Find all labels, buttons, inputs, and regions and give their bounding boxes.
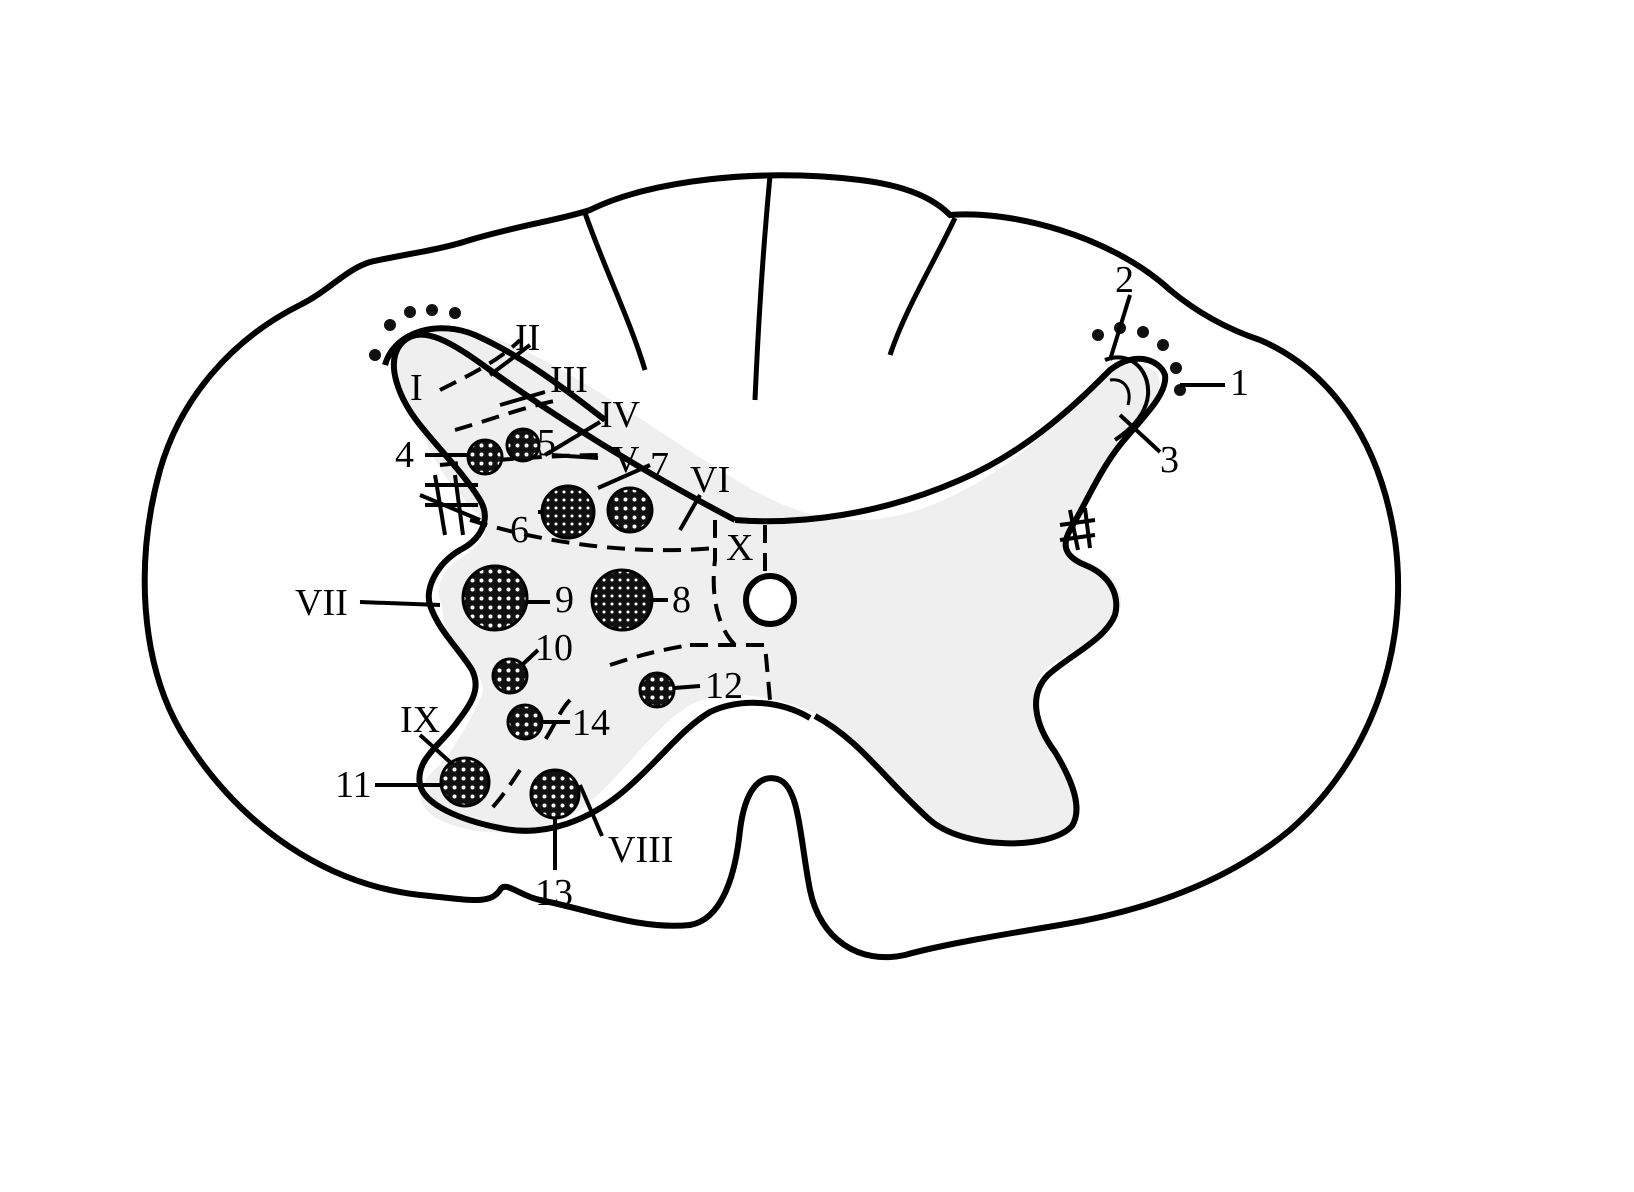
label-5: 5: [537, 422, 556, 464]
nucleus-8: [590, 568, 654, 632]
nucleus-10: [491, 657, 529, 695]
dorsal-median-septum: [752, 175, 773, 401]
left-gray-matter-outline: [390, 331, 812, 834]
nucleus-12: [638, 671, 676, 709]
nucleus-4: [466, 438, 504, 476]
label-6: 6: [510, 509, 529, 551]
left-lateral-hatch: [419, 474, 481, 536]
label-12: 12: [705, 665, 743, 707]
label-lamina-V: V: [612, 439, 640, 481]
nuclei: [439, 427, 676, 820]
label-7: 7: [650, 445, 669, 487]
dorsal-intermediate-septum-left: [582, 212, 648, 371]
right-lateral-hatch: [1059, 507, 1096, 551]
nucleus-7: [606, 486, 654, 534]
leader-lines: [359, 294, 1225, 870]
label-3: 3: [1160, 439, 1179, 481]
label-9: 9: [555, 579, 574, 621]
label-lamina-IX: IX: [400, 699, 440, 741]
label-10: 10: [535, 627, 573, 669]
left-dorsal-horn-cap: [382, 325, 607, 423]
dorsal-intermediate-septum-right: [887, 216, 958, 356]
label-lamina-IV: IV: [600, 394, 641, 436]
label-13: 13: [535, 872, 573, 914]
label-lamina-I: I: [410, 367, 423, 409]
label-8: 8: [672, 579, 691, 621]
label-1: 1: [1230, 362, 1249, 404]
spinal-cord-outline: [141, 172, 1402, 961]
right-gray-matter-outline: [734, 355, 1169, 847]
label-lamina-VIII: VIII: [608, 829, 673, 871]
left-dorsal-root-dots: [369, 304, 461, 361]
right-dorsal-horn-tip: [1104, 355, 1151, 442]
nucleus-5: [505, 427, 541, 463]
nucleus-11: [439, 756, 491, 808]
label-lamina-VII: VII: [295, 582, 348, 624]
label-2: 2: [1115, 259, 1134, 301]
label-lamina-III: III: [550, 359, 588, 401]
label-4: 4: [395, 434, 414, 476]
label-lamina-VI: VI: [690, 459, 730, 501]
lamina-boundaries: [439, 338, 772, 812]
right-dorsal-root-dots: [1092, 322, 1186, 396]
nucleus-6: [540, 484, 596, 540]
label-11: 11: [335, 764, 372, 806]
right-dorsal-horn-inner: [1109, 378, 1131, 406]
central-canal: [743, 573, 797, 627]
nucleus-13: [529, 768, 581, 820]
nucleus-9: [461, 564, 529, 632]
label-lamina-II: II: [515, 317, 540, 359]
nucleus-14: [506, 703, 544, 741]
label-14: 14: [572, 702, 610, 744]
label-lamina-X: X: [726, 527, 753, 569]
